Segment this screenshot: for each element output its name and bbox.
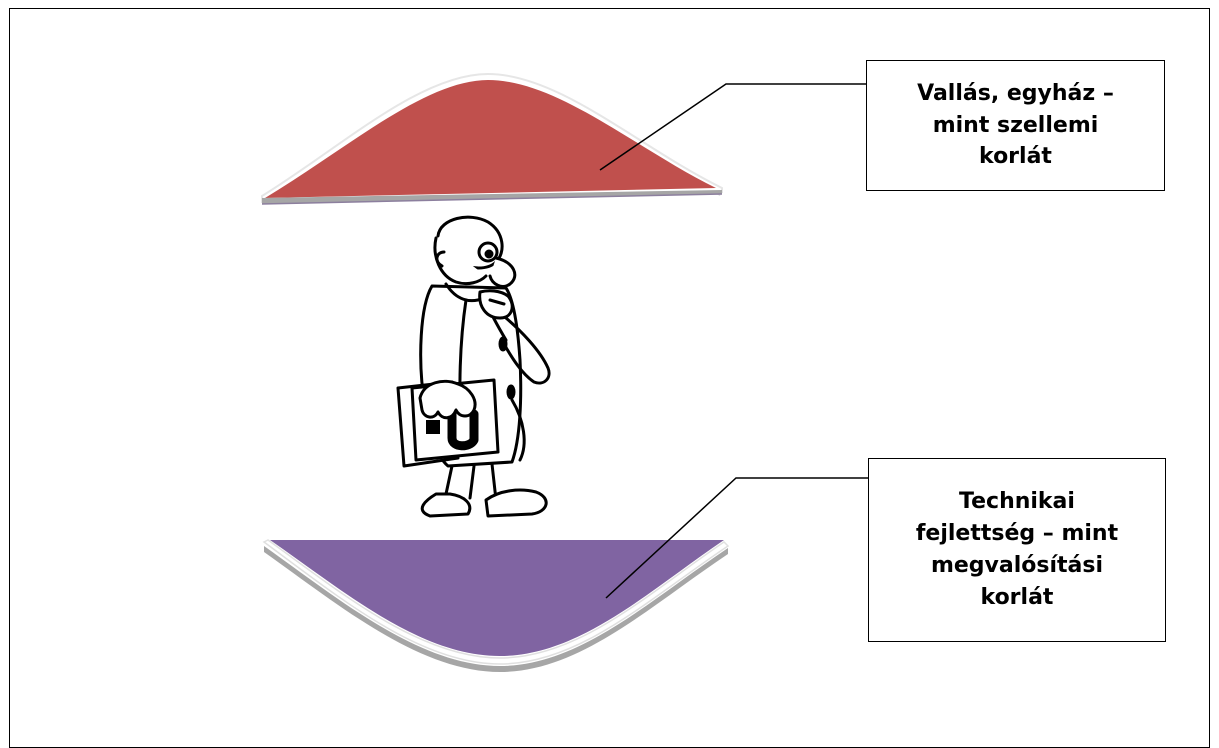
top-barrier-shape <box>261 72 723 205</box>
bottom-callout-box: Technikai fejlettség – mint megvalósítás… <box>868 458 1166 642</box>
diagram-canvas <box>261 72 868 672</box>
thinking-man-cartoon-icon <box>396 215 551 518</box>
top-callout-box: Vallás, egyház – mint szellemi korlát <box>866 60 1165 191</box>
bottom-barrier-shape <box>262 539 730 672</box>
bottom-callout-text: Technikai fejlettség – mint megvalósítás… <box>915 489 1119 610</box>
top-connector-line <box>599 83 866 171</box>
bottom-connector-line <box>605 477 868 599</box>
top-callout-text: Vallás, egyház – mint szellemi korlát <box>917 80 1114 170</box>
